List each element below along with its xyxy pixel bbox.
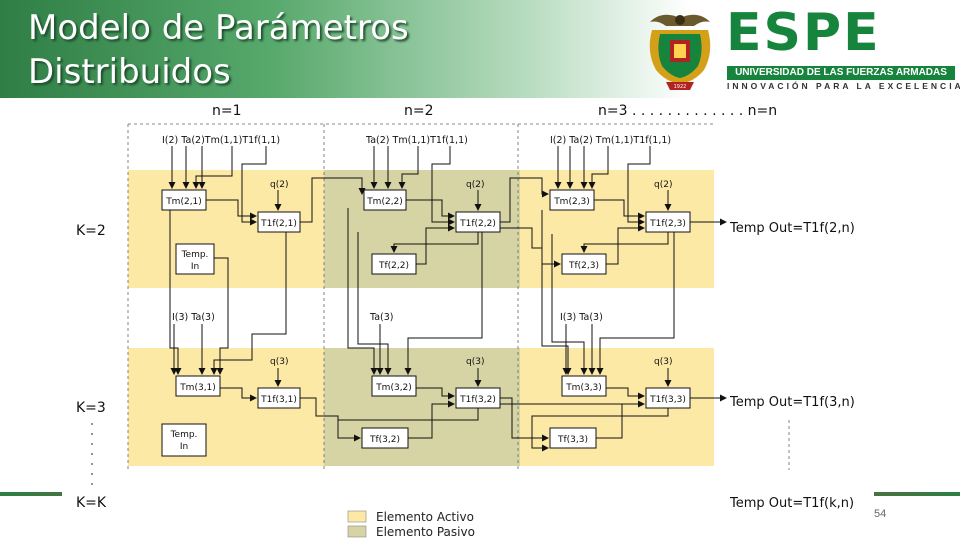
label-tm-3-2: Tm(3,2) (375, 383, 412, 393)
block-tm-3-1 (175, 375, 221, 397)
university-motto: INNOVACIÓN PARA LA EXCELENCIA (727, 81, 960, 91)
diagram-svg: n=1 n=2 n=3 . . . . . . . . . . . . . n=… (76, 103, 855, 539)
connection-lines (168, 146, 727, 452)
output-k3: Temp Out=T1f(3,n) (729, 395, 855, 410)
label-t1f-3-3: T1f(3,3) (649, 395, 686, 405)
label-t1f-2-1: T1f(2,1) (260, 219, 297, 229)
label-q2-n1: q(2) (270, 180, 288, 190)
top-inputs-n3: I(2) Ta(2) Tm(1,1)T1f(1,1) (550, 135, 671, 146)
block-tm-3-3 (561, 375, 607, 397)
legend-swatch-active (347, 510, 367, 523)
label-tm-3-1: Tm(3,1) (179, 383, 216, 393)
distributed-parameter-diagram: n=1 n=2 n=3 . . . . . . . . . . . . . n=… (62, 98, 874, 540)
column-header-n1: n=1 (212, 103, 242, 119)
label-q2-n2: q(2) (466, 180, 484, 190)
label-t1f-2-2: T1f(2,2) (459, 219, 496, 229)
row-ellipsis-dots (91, 423, 93, 485)
row-label-k3: K=3 (76, 400, 106, 416)
espe-crest-logo: 1922 (649, 14, 711, 90)
slide-title-line2: Distribuidos (28, 52, 231, 92)
block-tm-3-2 (371, 375, 417, 397)
output-k2: Temp Out=T1f(2,n) (729, 221, 855, 236)
column-header-n2: n=2 (404, 103, 434, 119)
label-t1f-2-3: T1f(2,3) (649, 219, 686, 229)
slide-title-line1: Modelo de Parámetros (28, 8, 409, 48)
output-kk: Temp Out=T1f(k,n) (729, 496, 854, 511)
label-q3-n1: q(3) (270, 357, 288, 367)
label-tm-3-3: Tm(3,3) (565, 383, 602, 393)
top-inputs-n1: I(2) Ta(2)Tm(1,1)T1f(1,1) (162, 135, 280, 146)
label-temp-in-k2-line2: In (191, 262, 199, 272)
legend-label-active: Elemento Activo (376, 510, 474, 524)
column-separators (127, 123, 790, 470)
mid-inputs-n1: I(3) Ta(3) (172, 312, 215, 323)
label-tm-2-1: Tm(2,1) (165, 197, 202, 207)
k3-blocks (161, 375, 691, 457)
top-inputs-n2: Ta(2) Tm(1,1)T1f(1,1) (365, 135, 468, 146)
crest-year: 1922 (674, 84, 687, 90)
label-tf-2-2: Tf(2,2) (378, 261, 409, 271)
legend-swatch-passive (347, 525, 367, 538)
label-tm-2-2: Tm(2,2) (366, 197, 403, 207)
label-temp-in-k2-line1: Temp. (181, 250, 209, 260)
slide-title: Modelo de Parámetros Distribuidos (28, 6, 488, 94)
label-t1f-3-1: T1f(3,1) (260, 395, 297, 405)
column-header-n3-nn: n=3 . . . . . . . . . . . . . n=n (598, 103, 777, 119)
row-label-k2: K=2 (76, 223, 106, 239)
label-q3-n2: q(3) (466, 357, 484, 367)
label-tf-3-3: Tf(3,3) (557, 435, 588, 445)
university-name: UNIVERSIDAD DE LAS FUERZAS ARMADAS (727, 66, 955, 80)
page-number: 54 (874, 508, 887, 520)
label-temp-in-k3-line1: Temp. (170, 430, 198, 440)
label-tf-2-3: Tf(2,3) (568, 261, 599, 271)
mid-inputs-n2: Ta(3) (369, 312, 394, 323)
slide-header: Modelo de Parámetros Distribuidos 1922 E… (0, 0, 960, 98)
block-temp-in-k2 (175, 243, 215, 275)
mid-inputs-n3: I(3) Ta(3) (560, 312, 603, 323)
label-q3-n3: q(3) (654, 357, 672, 367)
espe-wordmark: ESPE (726, 3, 881, 63)
legend-label-passive: Elemento Pasivo (376, 525, 475, 539)
label-t1f-3-2: T1f(3,2) (459, 395, 496, 405)
label-q2-n3: q(2) (654, 180, 672, 190)
block-temp-in-k3 (161, 423, 207, 457)
label-temp-in-k3-line2: In (180, 442, 188, 452)
row-label-kk: K=K (76, 495, 107, 511)
label-tf-3-2: Tf(3,2) (369, 435, 400, 445)
label-tm-2-3: Tm(2,3) (553, 197, 590, 207)
